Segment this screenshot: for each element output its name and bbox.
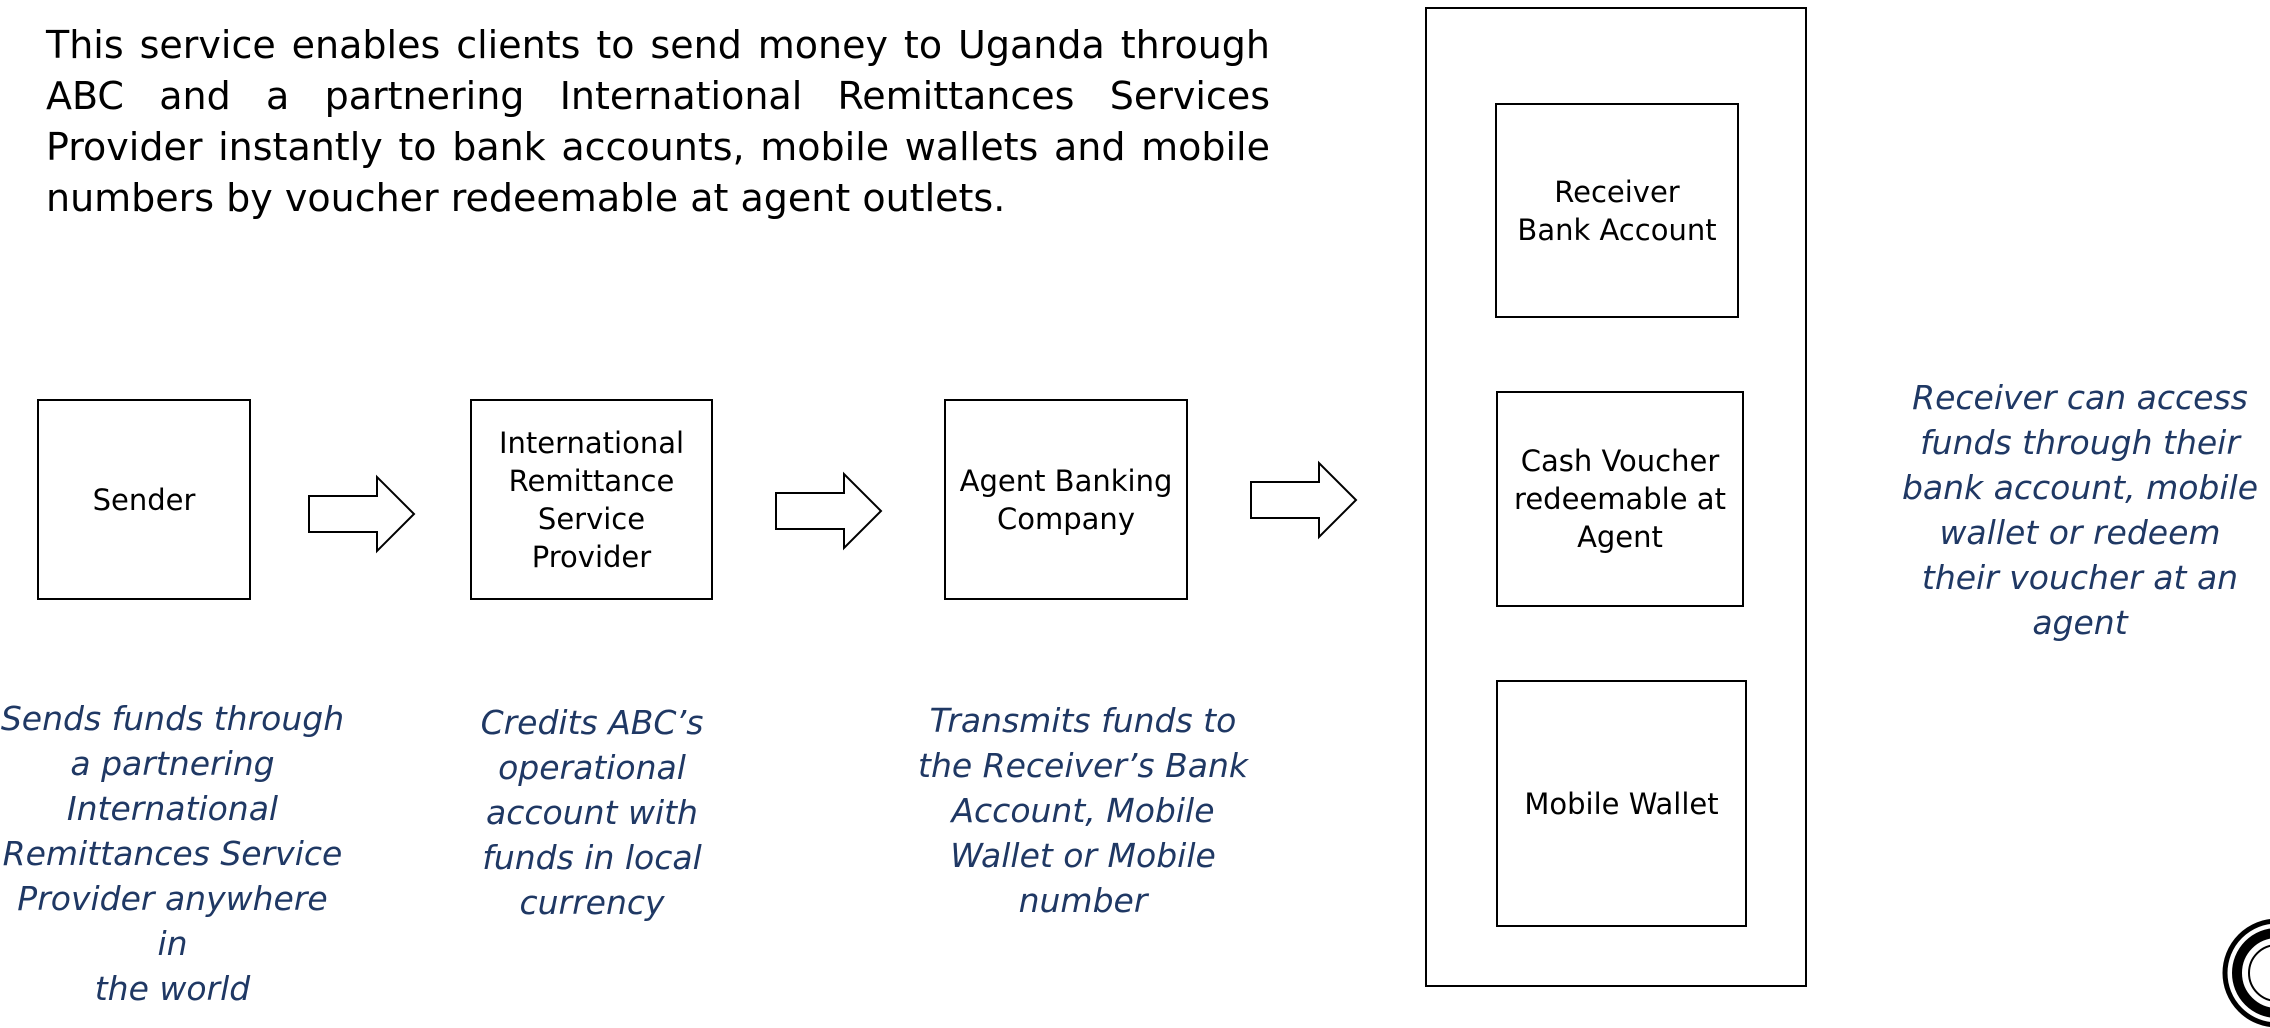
partial-seal-icon: [2222, 918, 2270, 1028]
agent-banking-box: Agent Banking Company: [944, 399, 1188, 600]
sender-label: Sender: [92, 482, 196, 517]
irsp-box: International Remittance Service Provide…: [470, 399, 713, 600]
mobile-wallet-label: Mobile Wallet: [1524, 786, 1719, 821]
block-right-arrow-icon: [1250, 460, 1358, 540]
receiver-description: Receiver can access funds through their …: [1901, 378, 2259, 642]
block-right-arrow-icon: [775, 471, 883, 551]
agent-banking-description: Transmits funds to the Receiver’s Bank A…: [918, 701, 1248, 920]
irsp-description: Credits ABC’s operational account with f…: [480, 703, 704, 922]
intro-paragraph: This service enables clients to send mon…: [46, 23, 1270, 220]
mobile-wallet-box: Mobile Wallet: [1496, 680, 1747, 927]
cash-voucher-label: Cash Voucher redeemable at Agent: [1514, 444, 1726, 554]
agent-banking-label: Agent Banking Company: [959, 463, 1173, 536]
receiver-bank-account-box: Receiver Bank Account: [1495, 103, 1739, 318]
irsp-label: International Remittance Service Provide…: [498, 425, 685, 574]
sender-box: Sender: [37, 399, 251, 600]
receiver-bank-account-label: Receiver Bank Account: [1517, 174, 1717, 247]
cash-voucher-box: Cash Voucher redeemable at Agent: [1496, 391, 1744, 607]
sender-description: Sends funds through a partnering Interna…: [0, 699, 345, 1008]
block-right-arrow-icon: [308, 474, 416, 554]
